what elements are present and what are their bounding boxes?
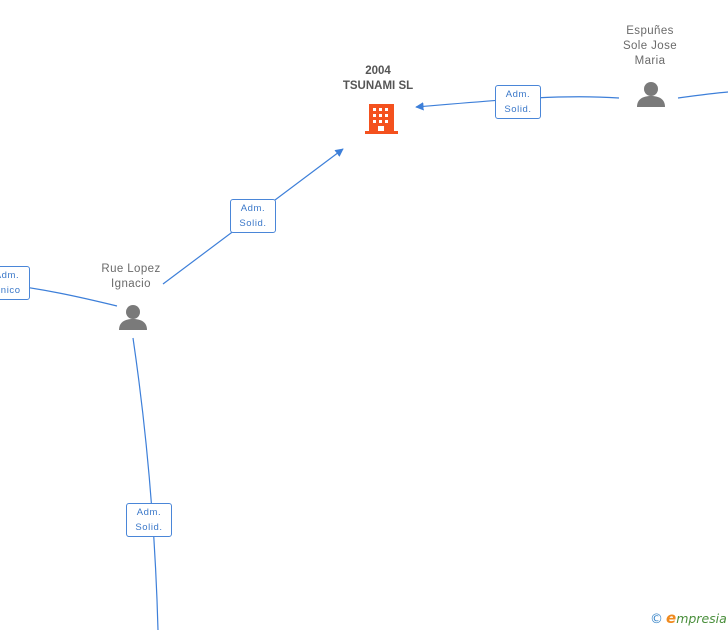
company-label-line2: TSUNAMI SL <box>342 80 414 92</box>
person-icon[interactable] <box>637 82 665 107</box>
person-icon[interactable] <box>119 305 147 330</box>
building-icon[interactable] <box>365 104 398 134</box>
company-label[interactable]: 2004 TSUNAMI SL <box>328 64 428 94</box>
person-label-rue[interactable]: Rue Lopez Ignacio <box>81 262 181 292</box>
brand-initial: e <box>666 609 677 627</box>
copyright-symbol: © <box>650 612 663 627</box>
brand-name: mpresia <box>676 611 727 626</box>
relation-badge[interactable]: Adm. Solid. <box>230 199 276 233</box>
relation-badge-line1: Adm. <box>136 507 162 518</box>
empresia-logo[interactable]: ©empresia <box>650 609 727 627</box>
relation-badge-line2: Solid. <box>504 104 532 115</box>
person-label-line2: Sole Jose <box>622 40 678 52</box>
person-label-line2: Ignacio <box>111 278 151 290</box>
relation-badge-line1: Adm. <box>0 270 20 281</box>
person-label-line3: Maria <box>634 55 666 67</box>
relation-badge-line1: Adm. <box>505 89 531 100</box>
edge-espunes-offscreen <box>677 91 728 99</box>
person-label-line1: Rue Lopez <box>101 263 161 275</box>
relation-badge-line1: Adm. <box>240 203 266 214</box>
relation-badge-line2: Unico <box>0 285 21 296</box>
person-label-espunes[interactable]: Espuñes Sole Jose Maria <box>600 24 700 69</box>
edge-rue-offscreen-bottom <box>132 337 159 630</box>
relation-badge[interactable]: Adm. Unico <box>0 266 30 300</box>
relation-badge-line2: Solid. <box>135 522 163 533</box>
company-label-line1: 2004 <box>365 65 391 77</box>
relation-badge[interactable]: Adm. Solid. <box>126 503 172 537</box>
person-label-line1: Espuñes <box>626 25 674 37</box>
relation-badge-line2: Solid. <box>239 218 267 229</box>
relation-badge[interactable]: Adm. Solid. <box>495 85 541 119</box>
